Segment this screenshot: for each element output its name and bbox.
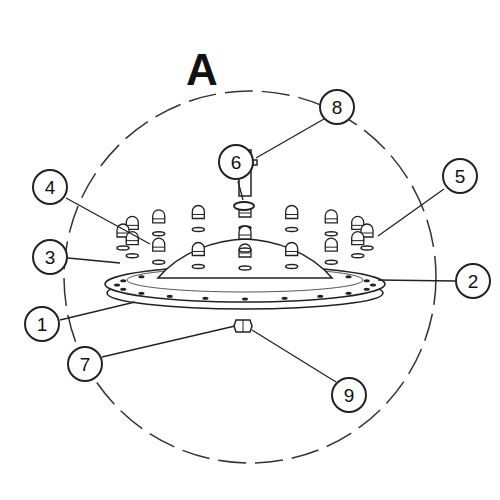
plates	[105, 239, 385, 309]
callout-number: 1	[24, 306, 60, 342]
washer	[234, 202, 254, 210]
callout-number: 8	[319, 89, 355, 125]
callout-number: 2	[455, 263, 491, 299]
callout-number: 5	[442, 158, 478, 194]
bottom-nut	[234, 320, 252, 332]
callout-number: 9	[331, 377, 367, 413]
leader-lines	[60, 119, 455, 382]
view-letter: A	[186, 48, 218, 92]
detail-circle	[64, 91, 436, 463]
callout-number: 3	[32, 239, 68, 275]
callout-number: 4	[32, 169, 68, 205]
bolt-ring-front	[117, 224, 364, 270]
callout-number: 6	[218, 144, 254, 180]
callout-number: 7	[67, 346, 103, 382]
